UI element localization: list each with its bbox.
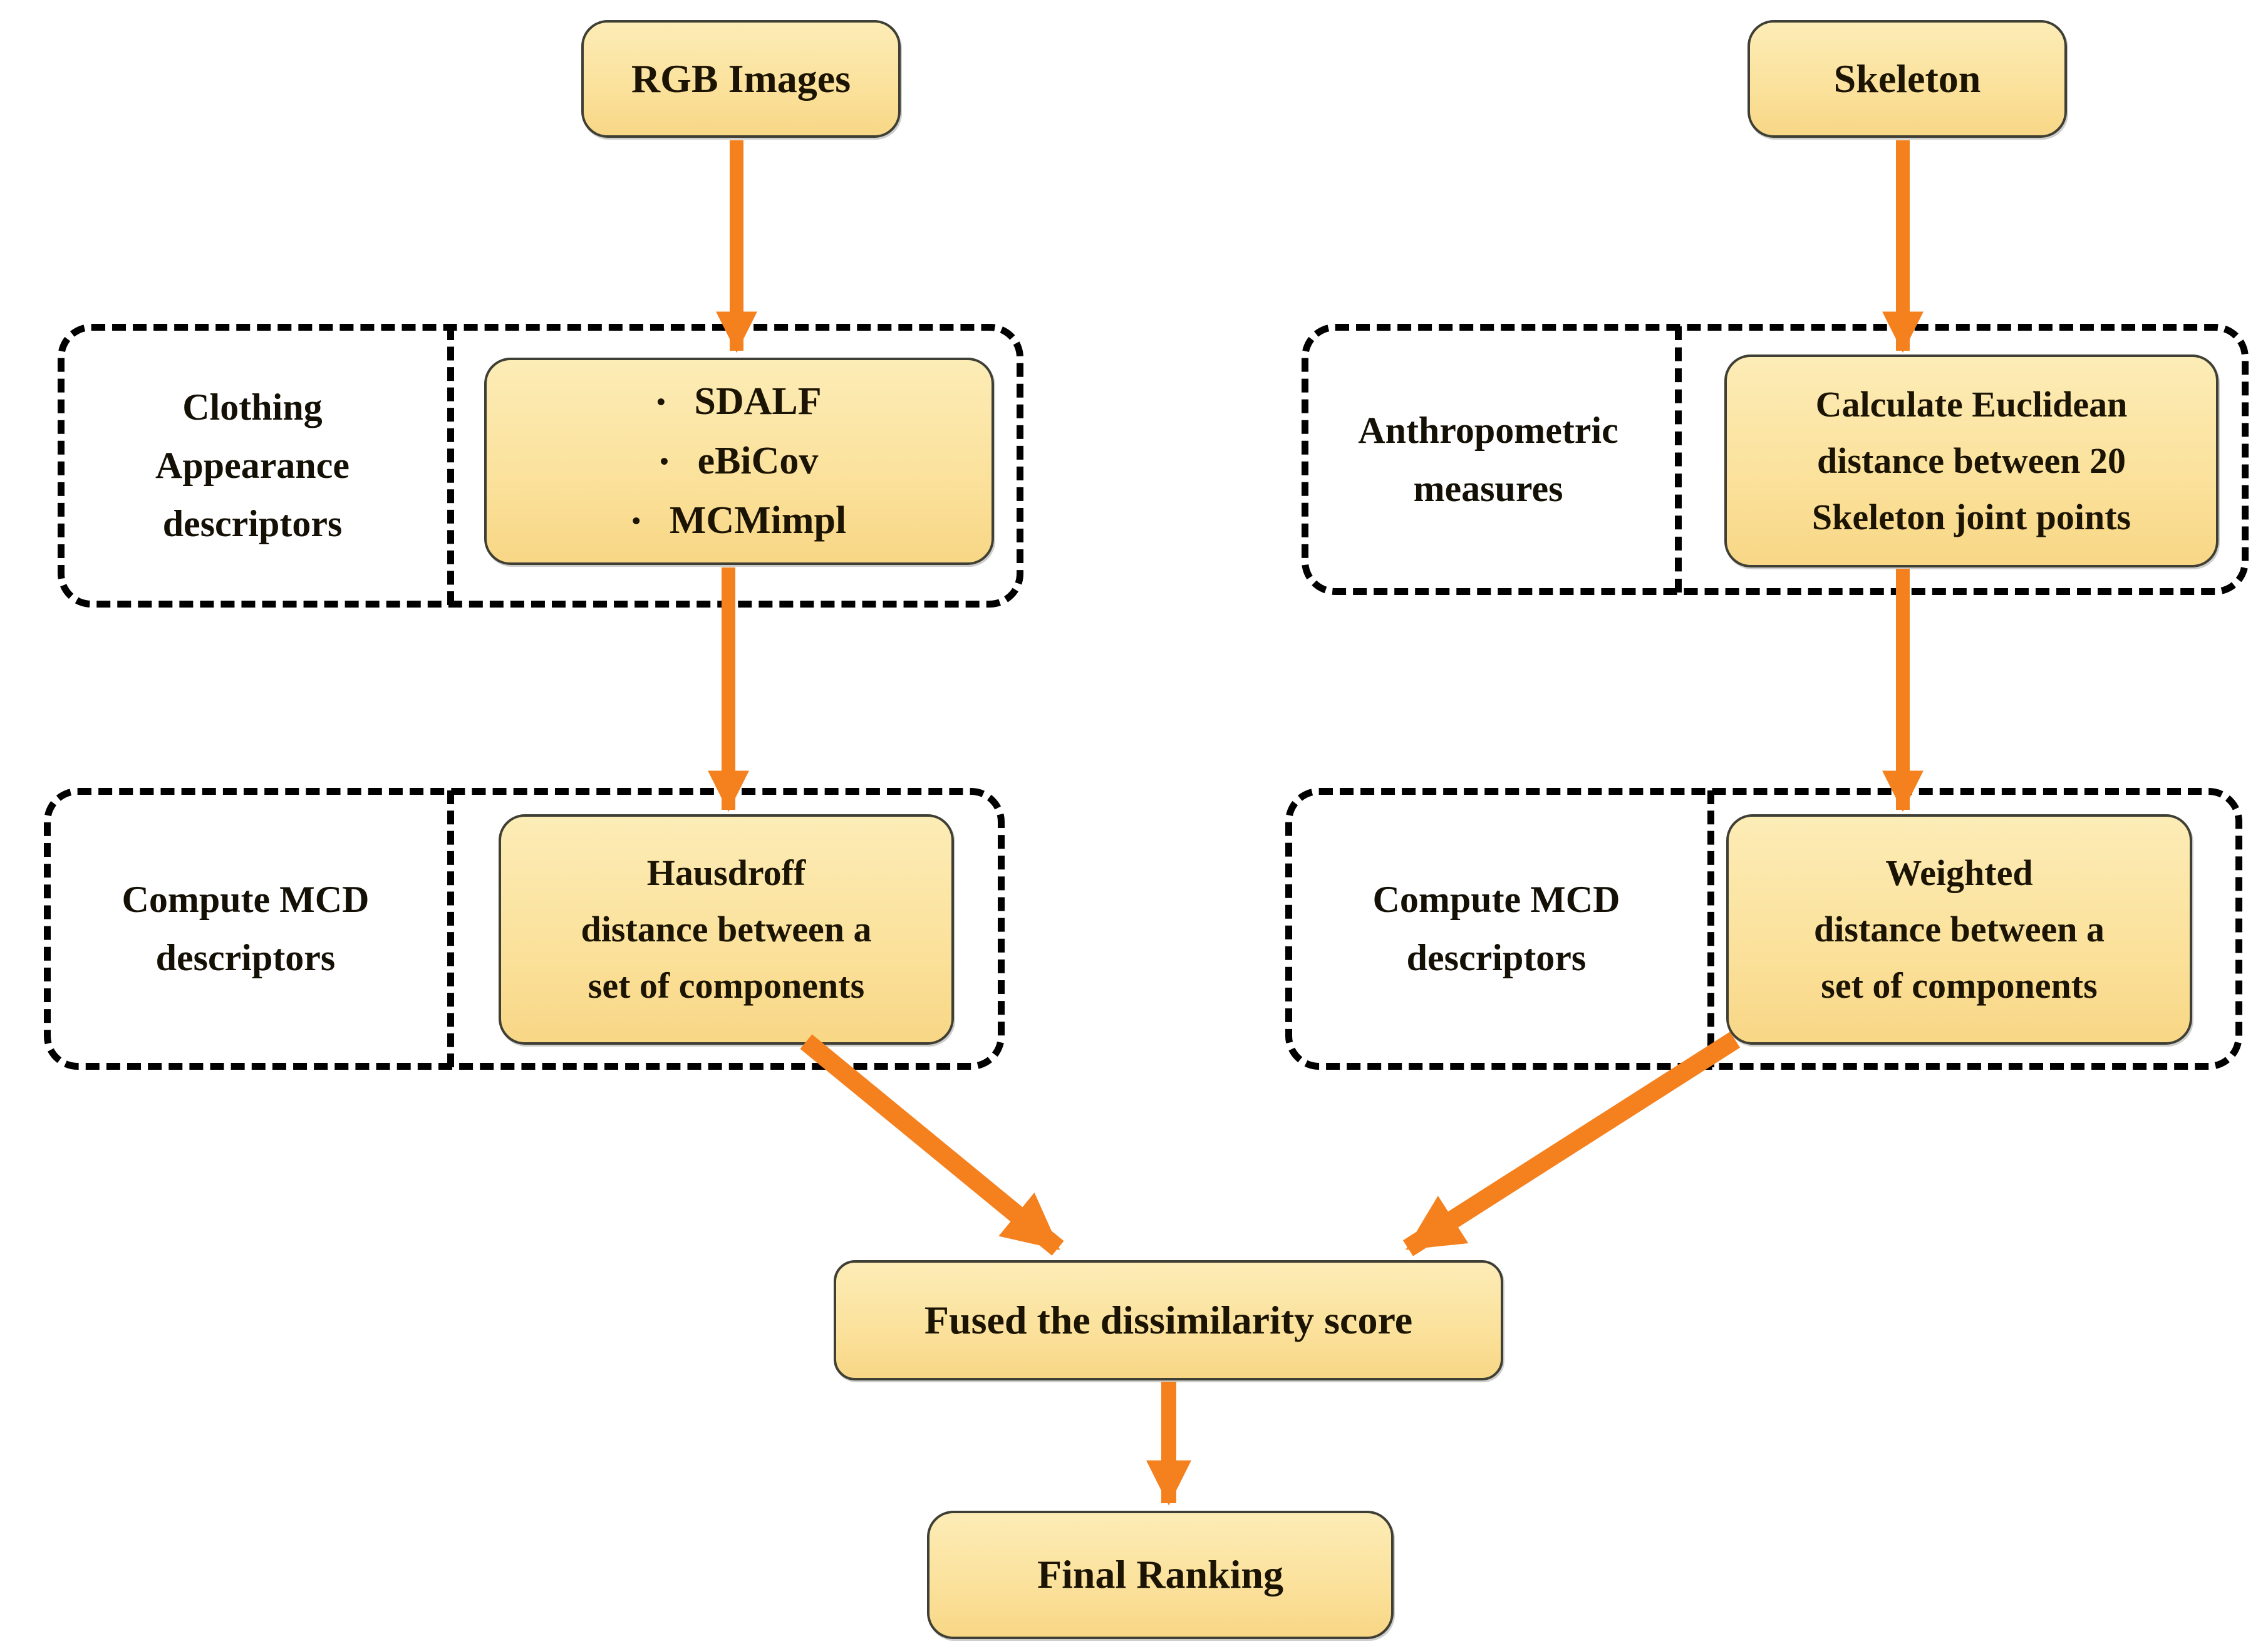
connector-weighted-to-fused (1402, 1032, 1741, 1256)
list-item: • MCMimpl (632, 499, 846, 543)
node-skeleton: Skeleton (1748, 20, 2067, 138)
appearance-methods-list: • SDALF • eBiCov • MCMimpl (632, 380, 846, 543)
bullet-icon: • (660, 447, 669, 475)
divider-compute-mcd-left (447, 790, 454, 1067)
bullet-icon: • (631, 506, 641, 535)
label-compute-mcd-right: Compute MCD descriptors (1372, 879, 1620, 978)
node-fused-score-label: Fused the dissimilarity score (924, 1297, 1413, 1342)
divider-anthropometric (1675, 326, 1682, 593)
label-compute-mcd-left: Compute MCD descriptors (122, 879, 370, 978)
label-clothing-appearance: Clothing Appearance descriptors (155, 386, 350, 544)
node-rgb-images-label: RGB Images (631, 56, 851, 101)
node-hausdroff-distance-label: Hausdroff distance between a set of comp… (581, 852, 872, 1006)
list-item-label: eBiCov (697, 440, 819, 482)
divider-clothing-appearance (447, 326, 454, 605)
node-skeleton-label: Skeleton (1833, 56, 1981, 101)
container-anthropometric (1302, 324, 2249, 595)
node-rgb-images: RGB Images (581, 20, 901, 138)
list-item-label: MCMimpl (669, 499, 847, 542)
container-compute-mcd-left (44, 788, 1005, 1070)
node-fused-score: Fused the dissimilarity score (834, 1260, 1503, 1380)
bullet-icon: • (656, 387, 666, 416)
list-item: • SDALF (656, 380, 821, 424)
node-final-ranking: Final Ranking (927, 1511, 1394, 1639)
node-hausdroff-distance: Hausdroff distance between a set of comp… (499, 814, 954, 1045)
node-weighted-distance: Weighted distance between a set of compo… (1726, 814, 2192, 1045)
connector-hausdroff-to-fused (800, 1034, 1064, 1256)
node-weighted-distance-label: Weighted distance between a set of compo… (1814, 852, 2105, 1006)
node-euclidean-distance-label: Calculate Euclidean distance between 20 … (1811, 384, 2131, 537)
label-anthropometric-measures: Anthropometric measures (1358, 409, 1618, 509)
list-item: • eBiCov (660, 439, 819, 484)
node-final-ranking-label: Final Ranking (1037, 1552, 1284, 1597)
divider-compute-mcd-right (1707, 790, 1714, 1067)
container-compute-mcd-right (1285, 788, 2242, 1070)
node-appearance-methods: • SDALF • eBiCov • MCMimpl (484, 358, 994, 565)
list-item-label: SDALF (694, 380, 822, 423)
container-clothing-appearance (58, 324, 1023, 608)
node-euclidean-distance: Calculate Euclidean distance between 20 … (1724, 355, 2219, 567)
